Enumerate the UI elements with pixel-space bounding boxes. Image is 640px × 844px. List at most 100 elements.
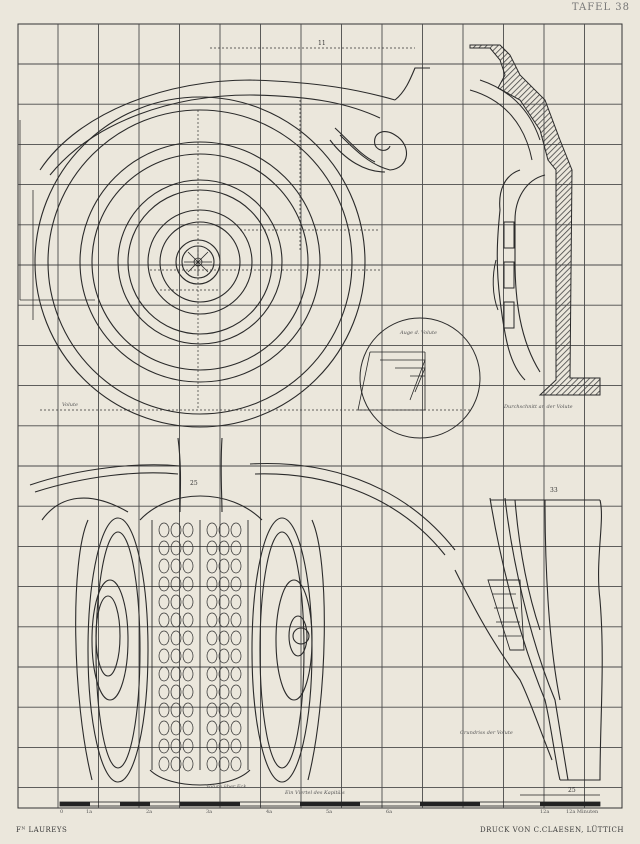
egg-ornament bbox=[182, 720, 194, 736]
egg-ornament bbox=[230, 648, 242, 664]
egg-ornament bbox=[218, 738, 230, 754]
scale-tick-label: 4a bbox=[266, 809, 273, 815]
scale-tick-label: 2a bbox=[146, 809, 153, 815]
egg-ornament bbox=[170, 666, 182, 682]
egg-ornament bbox=[170, 756, 182, 772]
dim-right-width: 33 bbox=[550, 487, 558, 494]
volute-plan-view bbox=[454, 497, 603, 781]
egg-ornament bbox=[206, 594, 218, 610]
egg-ornament bbox=[206, 738, 218, 754]
egg-ornament bbox=[218, 630, 230, 646]
egg-ornament bbox=[218, 594, 230, 610]
egg-ornament bbox=[206, 558, 218, 574]
egg-ornament bbox=[158, 702, 170, 718]
egg-ornament bbox=[230, 630, 242, 646]
caption-volute-plan: Grundriss der Volute bbox=[460, 730, 513, 736]
egg-ornament bbox=[170, 648, 182, 664]
egg-ornament bbox=[170, 540, 182, 556]
egg-ornament bbox=[206, 522, 218, 538]
caption-volute-section: Durchschnitt an der Volute bbox=[504, 404, 573, 410]
egg-ornament bbox=[206, 540, 218, 556]
scale-unit: 12a Minuten bbox=[566, 809, 599, 815]
volute-section-profile bbox=[469, 44, 601, 396]
egg-ornament bbox=[206, 576, 218, 592]
egg-ornament bbox=[182, 630, 194, 646]
construction-grid bbox=[18, 24, 622, 808]
scale-tick-label: 12a bbox=[540, 809, 550, 815]
egg-ornament bbox=[230, 684, 242, 700]
egg-ornament bbox=[158, 522, 170, 538]
egg-ornament bbox=[218, 522, 230, 538]
caption-volute: Volute bbox=[62, 402, 78, 408]
egg-ornament bbox=[170, 594, 182, 610]
printer-credit: DRUCK VON C.CLAESEN, LÜTTICH bbox=[479, 826, 624, 834]
egg-ornament bbox=[170, 720, 182, 736]
egg-ornament bbox=[206, 648, 218, 664]
egg-ornament bbox=[218, 648, 230, 664]
dim-scale-span: 25 bbox=[568, 787, 576, 794]
egg-ornament bbox=[182, 558, 194, 574]
egg-ornament bbox=[158, 576, 170, 592]
egg-ornament bbox=[230, 720, 242, 736]
egg-ornament bbox=[158, 648, 170, 664]
volute-eye-detail bbox=[357, 317, 481, 439]
egg-ornament bbox=[218, 702, 230, 718]
egg-ornament bbox=[230, 594, 242, 610]
egg-ornament bbox=[230, 576, 242, 592]
egg-ornament bbox=[182, 648, 194, 664]
egg-ornament bbox=[230, 522, 242, 538]
egg-ornament bbox=[230, 756, 242, 772]
egg-ornament bbox=[170, 612, 182, 628]
egg-ornament bbox=[206, 684, 218, 700]
egg-ornament bbox=[218, 576, 230, 592]
egg-ornament bbox=[182, 540, 194, 556]
egg-ornament bbox=[170, 558, 182, 574]
dim-stem: 25 bbox=[190, 480, 198, 487]
egg-ornament bbox=[170, 738, 182, 754]
egg-ornament bbox=[230, 540, 242, 556]
egg-ornament bbox=[206, 666, 218, 682]
egg-ornament bbox=[182, 738, 194, 754]
egg-ornament bbox=[158, 558, 170, 574]
caption-eye-of-volute: Auge d. Volute bbox=[400, 330, 437, 336]
egg-ornament bbox=[182, 684, 194, 700]
egg-ornament bbox=[230, 666, 242, 682]
egg-ornament bbox=[206, 702, 218, 718]
author-credit: Fᴺ LAUREYS bbox=[16, 826, 68, 834]
egg-ornament bbox=[158, 594, 170, 610]
caption-side-view: Volute über Eck bbox=[206, 784, 247, 790]
egg-ornament bbox=[218, 684, 230, 700]
egg-ornament bbox=[158, 612, 170, 628]
scale-tick-label: 3a bbox=[206, 809, 213, 815]
scale-tick-label: 6a bbox=[386, 809, 393, 815]
egg-ornament bbox=[206, 630, 218, 646]
egg-ornament bbox=[206, 612, 218, 628]
egg-ornament bbox=[158, 666, 170, 682]
scale-bar bbox=[59, 794, 601, 807]
egg-ornament bbox=[218, 756, 230, 772]
egg-ornament bbox=[218, 558, 230, 574]
volute-front-view bbox=[34, 67, 430, 428]
egg-ornament bbox=[170, 630, 182, 646]
egg-ornament bbox=[170, 522, 182, 538]
capital-side-view bbox=[29, 437, 456, 786]
egg-ornament bbox=[218, 540, 230, 556]
egg-ornament bbox=[182, 612, 194, 628]
scale-tick-label: 1a bbox=[86, 809, 93, 815]
egg-ornament bbox=[158, 756, 170, 772]
egg-ornament bbox=[230, 558, 242, 574]
egg-ornament bbox=[230, 702, 242, 718]
egg-ornament bbox=[158, 720, 170, 736]
scale-tick-label: 0 bbox=[60, 809, 64, 815]
caption-quarter-view: Ein Viertel des Kapitäls bbox=[285, 790, 345, 796]
egg-ornament bbox=[206, 720, 218, 736]
egg-ornament bbox=[182, 666, 194, 682]
egg-ornament bbox=[182, 576, 194, 592]
egg-ornament bbox=[158, 684, 170, 700]
egg-ornament bbox=[182, 702, 194, 718]
plate-number: TAFEL 38 bbox=[571, 2, 630, 13]
egg-ornament bbox=[182, 756, 194, 772]
egg-ornament bbox=[218, 666, 230, 682]
